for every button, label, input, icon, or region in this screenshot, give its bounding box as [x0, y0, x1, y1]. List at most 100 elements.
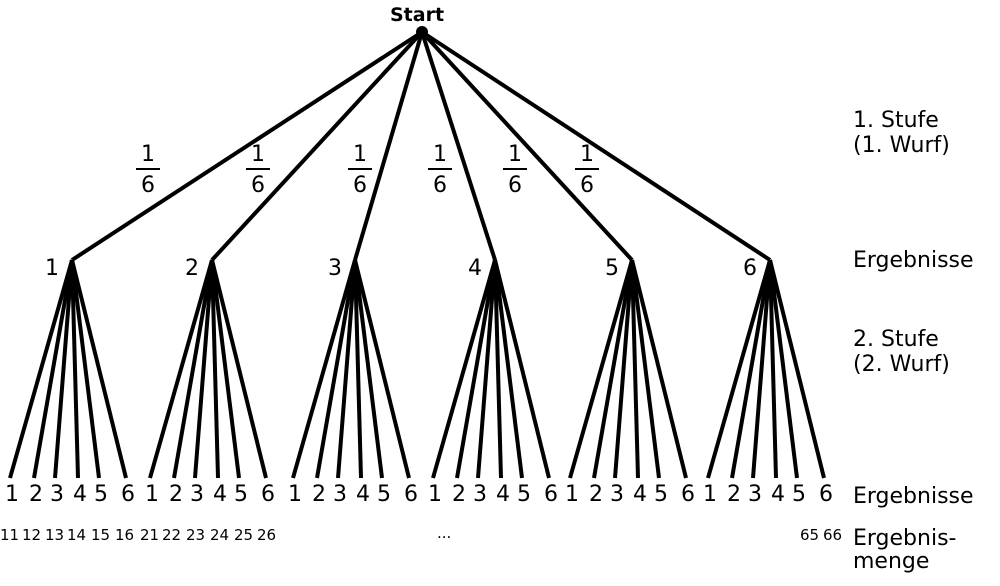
leaf-label: 5 [792, 482, 806, 507]
leaf-label: 3 [50, 482, 64, 507]
stage2-edge [210, 259, 268, 479]
stage2-edge [148, 259, 214, 479]
stage1-edge [70, 30, 424, 262]
leaf-label: 6 [404, 482, 418, 507]
stage1-node-label: 4 [468, 256, 482, 281]
stage1-edge [420, 30, 772, 262]
numerator: 1 [503, 142, 527, 170]
stage1-node-label: 2 [185, 256, 199, 281]
leaf-label: 4 [633, 482, 647, 507]
stage2-edge [431, 259, 497, 479]
stage2-edge [768, 259, 826, 479]
stage1-edge [353, 31, 424, 261]
outcome-label: 11 [0, 526, 20, 544]
leaf-label: 4 [771, 482, 785, 507]
outcome-ellipsis: ... [437, 524, 452, 542]
start-label: Start [390, 4, 445, 26]
stage2-edge [70, 259, 80, 479]
stage2-edge [315, 259, 357, 479]
stage1-edge [420, 30, 634, 262]
stage1-edge [210, 30, 424, 262]
stage2-edge [630, 259, 640, 479]
stage2-edge [172, 259, 214, 479]
stage2-edge [630, 259, 688, 479]
stage2-edge [455, 259, 497, 479]
denominator: 6 [353, 173, 367, 198]
stage2-edge [70, 259, 101, 479]
leaf-label: 5 [377, 482, 391, 507]
stage1-node-label: 5 [605, 256, 619, 281]
stage2-edge [353, 259, 384, 479]
leaf-label: 1 [5, 482, 19, 507]
numerator: 1 [136, 142, 160, 170]
outcome-label: 14 [67, 526, 87, 544]
outcome-label: 21 [140, 526, 160, 544]
stage2-edge [568, 259, 634, 479]
stage2-edge [291, 259, 357, 479]
numerator: 1 [348, 142, 372, 170]
stage1-node-label: 1 [45, 256, 59, 281]
leaf-label: 3 [748, 482, 762, 507]
denominator: 6 [508, 173, 522, 198]
leaf-label: 5 [654, 482, 668, 507]
leaf-label: 4 [356, 482, 370, 507]
stage2-edge [476, 259, 497, 479]
stage2-edge [210, 259, 241, 479]
denominator: 6 [580, 173, 594, 198]
stage2-edge [768, 259, 778, 479]
leaf-label: 3 [333, 482, 347, 507]
leaf-label: 1 [428, 482, 442, 507]
numerator: 1 [428, 142, 452, 170]
leaf-label: 6 [544, 482, 558, 507]
leaf-label: 2 [452, 482, 466, 507]
denominator: 6 [251, 173, 265, 198]
leaf-label: 3 [473, 482, 487, 507]
outcome-label: 25 [234, 526, 254, 544]
results1-label: Ergebnisse [853, 248, 974, 273]
leaf-label: 2 [727, 482, 741, 507]
leaf-label: 1 [288, 482, 302, 507]
leaf-label: 2 [169, 482, 183, 507]
leaf-label: 3 [610, 482, 624, 507]
leaf-label: 6 [819, 482, 833, 507]
leaf-label: 2 [589, 482, 603, 507]
outcome-set-label: Ergebnis-menge [853, 526, 957, 575]
stage2-edge [592, 259, 634, 479]
leaf-label: 4 [213, 482, 227, 507]
numerator: 1 [246, 142, 270, 170]
stage1-node-label: 6 [743, 256, 757, 281]
outcome-label: 12 [22, 526, 42, 544]
stage2-edge [353, 259, 411, 479]
stage2-edge [8, 259, 74, 479]
leaf-label: 1 [703, 482, 717, 507]
stage2-edge [493, 259, 551, 479]
outcome-label: 15 [91, 526, 111, 544]
outcome-label: 26 [257, 526, 277, 544]
outcome-label: 66 [823, 526, 843, 544]
stage1-edge [420, 31, 497, 261]
stage2-edge [630, 259, 661, 479]
stage2-edge [193, 259, 214, 479]
stage1-label: 1. Stufe(1. Wurf) [853, 108, 950, 159]
stage2-edge [32, 259, 74, 479]
stage2-edge [706, 259, 772, 479]
stage2-edge [353, 259, 363, 479]
outcome-label: 23 [186, 526, 206, 544]
numerator: 1 [575, 142, 599, 170]
leaf-label: 1 [565, 482, 579, 507]
stage1-node-label: 3 [328, 256, 342, 281]
outcome-label: 65 [800, 526, 820, 544]
stage2-edge [493, 259, 524, 479]
stage2-edge [730, 259, 772, 479]
denominator: 6 [433, 173, 447, 198]
leaf-label: 5 [234, 482, 248, 507]
outcome-label: 24 [210, 526, 230, 544]
stage2-edge [53, 259, 74, 479]
